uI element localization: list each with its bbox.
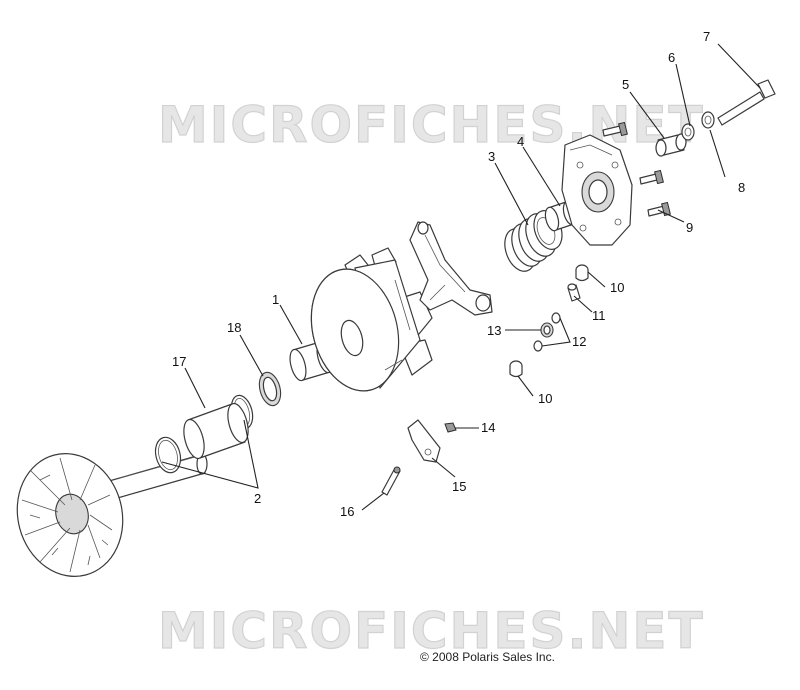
- pin-part-11: [567, 283, 581, 302]
- spider-part: [409, 221, 493, 316]
- watermark-top: MICROFICHES.NET: [158, 96, 705, 154]
- callout-10-bottom: 10: [538, 391, 552, 406]
- callout-2: 2: [254, 491, 261, 506]
- callout-3: 3: [488, 149, 495, 164]
- sleeve-part-5: [655, 133, 687, 157]
- copyright-text: © 2008 Polaris Sales Inc.: [420, 650, 555, 664]
- roller-part-10-bottom: [509, 360, 523, 378]
- callout-4: 4: [517, 134, 524, 149]
- callout-5: 5: [622, 77, 629, 92]
- callout-12: 12: [572, 334, 586, 349]
- washer-part-6: [681, 123, 695, 141]
- bolt-part-7: [717, 79, 776, 126]
- weight-part-15: [407, 419, 441, 463]
- callout-6: 6: [668, 50, 675, 65]
- callout-10-top: 10: [610, 280, 624, 295]
- callout-15: 15: [452, 479, 466, 494]
- washer-part-12: [533, 312, 561, 352]
- callout-11: 11: [592, 308, 606, 323]
- ring-part-18: [258, 371, 282, 407]
- bolts-part-9: [602, 121, 671, 217]
- pin-part-16: [381, 466, 401, 496]
- callout-14: 14: [481, 420, 495, 435]
- nut-part-14: [444, 422, 457, 433]
- callout-16: 16: [340, 504, 354, 519]
- watermark-bottom: MICROFICHES.NET: [158, 602, 705, 660]
- callout-1: 1: [272, 292, 279, 307]
- leader-lines: [161, 43, 761, 511]
- movable-sheave-part: [310, 247, 433, 392]
- washer-part-8: [701, 111, 715, 129]
- cover-part: [561, 134, 633, 246]
- bushing-part-13: [540, 322, 554, 338]
- callout-13: 13: [487, 323, 501, 338]
- roller-part-10-top: [575, 264, 589, 282]
- callout-9: 9: [686, 220, 693, 235]
- callout-8: 8: [738, 180, 745, 195]
- callout-17: 17: [172, 354, 186, 369]
- callout-18: 18: [227, 320, 241, 335]
- callout-labels: 1 2 3 4 5 6 7 8 9 10 10 11 12 13 14 15 1…: [172, 29, 745, 519]
- callout-7: 7: [703, 29, 710, 44]
- bushing-part-17: [183, 402, 249, 460]
